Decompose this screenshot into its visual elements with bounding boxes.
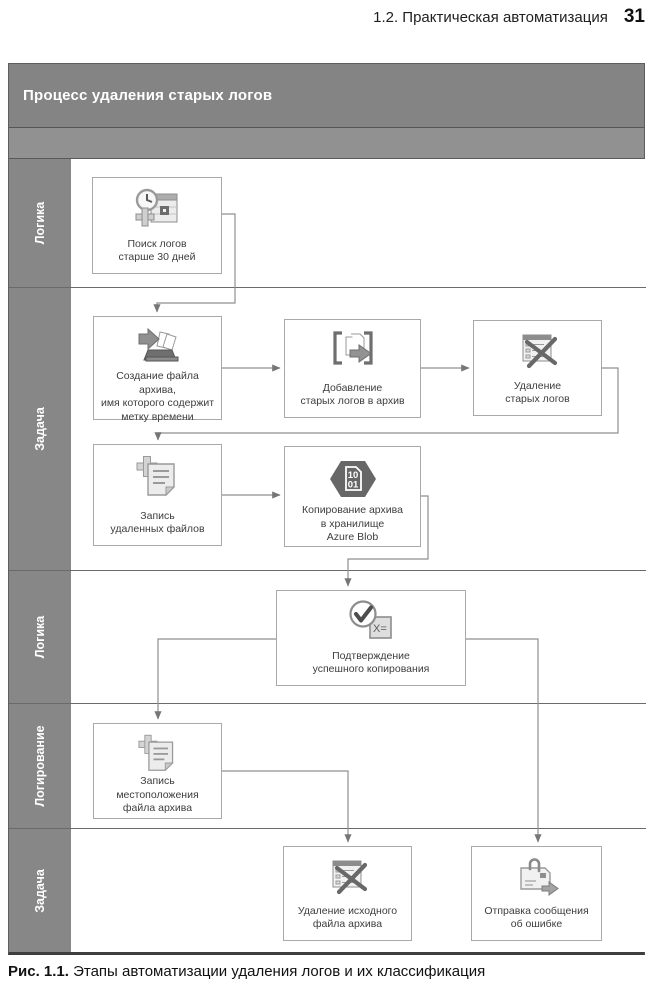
- node-label: Создание файла архива, имя которого соде…: [100, 370, 215, 423]
- figure-caption-text: Этапы автоматизации удаления логов и их …: [73, 963, 486, 980]
- page-header: 1.2. Практическая автоматизация 31: [0, 6, 645, 28]
- lane-label-logic-1: Логика: [9, 159, 71, 287]
- node-copy-archive-azure-blob: 10 01 Копирование архива в хранилище Azu…: [284, 446, 421, 547]
- process-diagram: Процесс удаления старых логов Логика Зад…: [8, 63, 646, 955]
- node-record-archive-location: Запись местоположения файла архива: [93, 723, 222, 819]
- delete-log-icon: [522, 334, 557, 369]
- lane-label-text: Логирование: [33, 725, 47, 807]
- node-label: Удаление старых логов: [505, 379, 570, 406]
- node-confirm-copy-success: X= Подтверждение успешного копирования: [276, 590, 466, 686]
- check-confirm-icon: X=: [349, 600, 392, 639]
- lane-label-text: Задача: [33, 407, 47, 451]
- node-label: Удаление исходного файла архива: [297, 904, 398, 931]
- lane-label-text: Логика: [33, 201, 47, 245]
- node-create-archive-file: Создание файла архива, имя которого соде…: [93, 316, 222, 423]
- node-delete-old-logs: Удаление старых логов: [473, 320, 602, 416]
- send-message-icon: [519, 858, 559, 896]
- node-label: Добавление старых логов в архив: [300, 381, 405, 408]
- figure-caption: Рис. 1.1. Этапы автоматизации удаления л…: [8, 963, 485, 980]
- diagram-title: Процесс удаления старых логов: [23, 87, 273, 104]
- note-add-icon: [137, 734, 174, 772]
- node-label: Копирование архива в хранилище Azure Blo…: [302, 504, 403, 544]
- binary-hexagon-icon: 10 01: [329, 461, 376, 497]
- node-send-error-message: Отправка сообщения об ошибке: [471, 846, 602, 941]
- add-to-archive-icon: [332, 331, 373, 365]
- lane-label-text: Задача: [33, 868, 47, 913]
- diagram-subheader-band: [9, 128, 644, 159]
- page-number: 31: [623, 6, 645, 27]
- node-label: Поиск логов старше 30 дней: [118, 237, 196, 264]
- lane-label-task-1: Задача: [9, 288, 71, 570]
- delete-log-icon: [332, 860, 367, 895]
- note-add-icon: [136, 456, 175, 497]
- node-label: Подтверждение успешного копирования: [312, 649, 430, 676]
- node-record-deleted-files: Запись удаленных файлов: [93, 444, 222, 546]
- binary-text-line1: 10: [347, 470, 358, 481]
- figure-caption-number: Рис. 1.1.: [8, 963, 69, 980]
- archive-create-icon: [138, 327, 178, 362]
- formula-text: X=: [373, 623, 387, 635]
- lane-label-logging: Логирование: [9, 704, 71, 828]
- node-label: Запись местоположения файла архива: [116, 775, 199, 815]
- diagram-title-band: Процесс удаления старых логов: [9, 64, 644, 128]
- binary-text-line2: 01: [347, 480, 358, 491]
- node-label: Запись удаленных файлов: [110, 509, 205, 536]
- node-append-logs-to-archive: Добавление старых логов в архив: [284, 319, 421, 418]
- node-search-old-logs: Поиск логов старше 30 дней: [92, 177, 222, 274]
- lane-label-text: Логика: [33, 615, 47, 659]
- lane-label-task-2: Задача: [9, 829, 71, 952]
- lane-label-logic-2: Логика: [9, 571, 71, 703]
- chapter-heading: 1.2. Практическая автоматизация: [373, 9, 608, 26]
- swimlanes: Логика Задача Логика Логирование Задача: [9, 159, 646, 952]
- clock-calendar-icon: [135, 188, 178, 227]
- node-delete-source-archive: Удаление исходного файла архива: [283, 846, 412, 941]
- node-label: Отправка сообщения об ошибке: [484, 904, 589, 931]
